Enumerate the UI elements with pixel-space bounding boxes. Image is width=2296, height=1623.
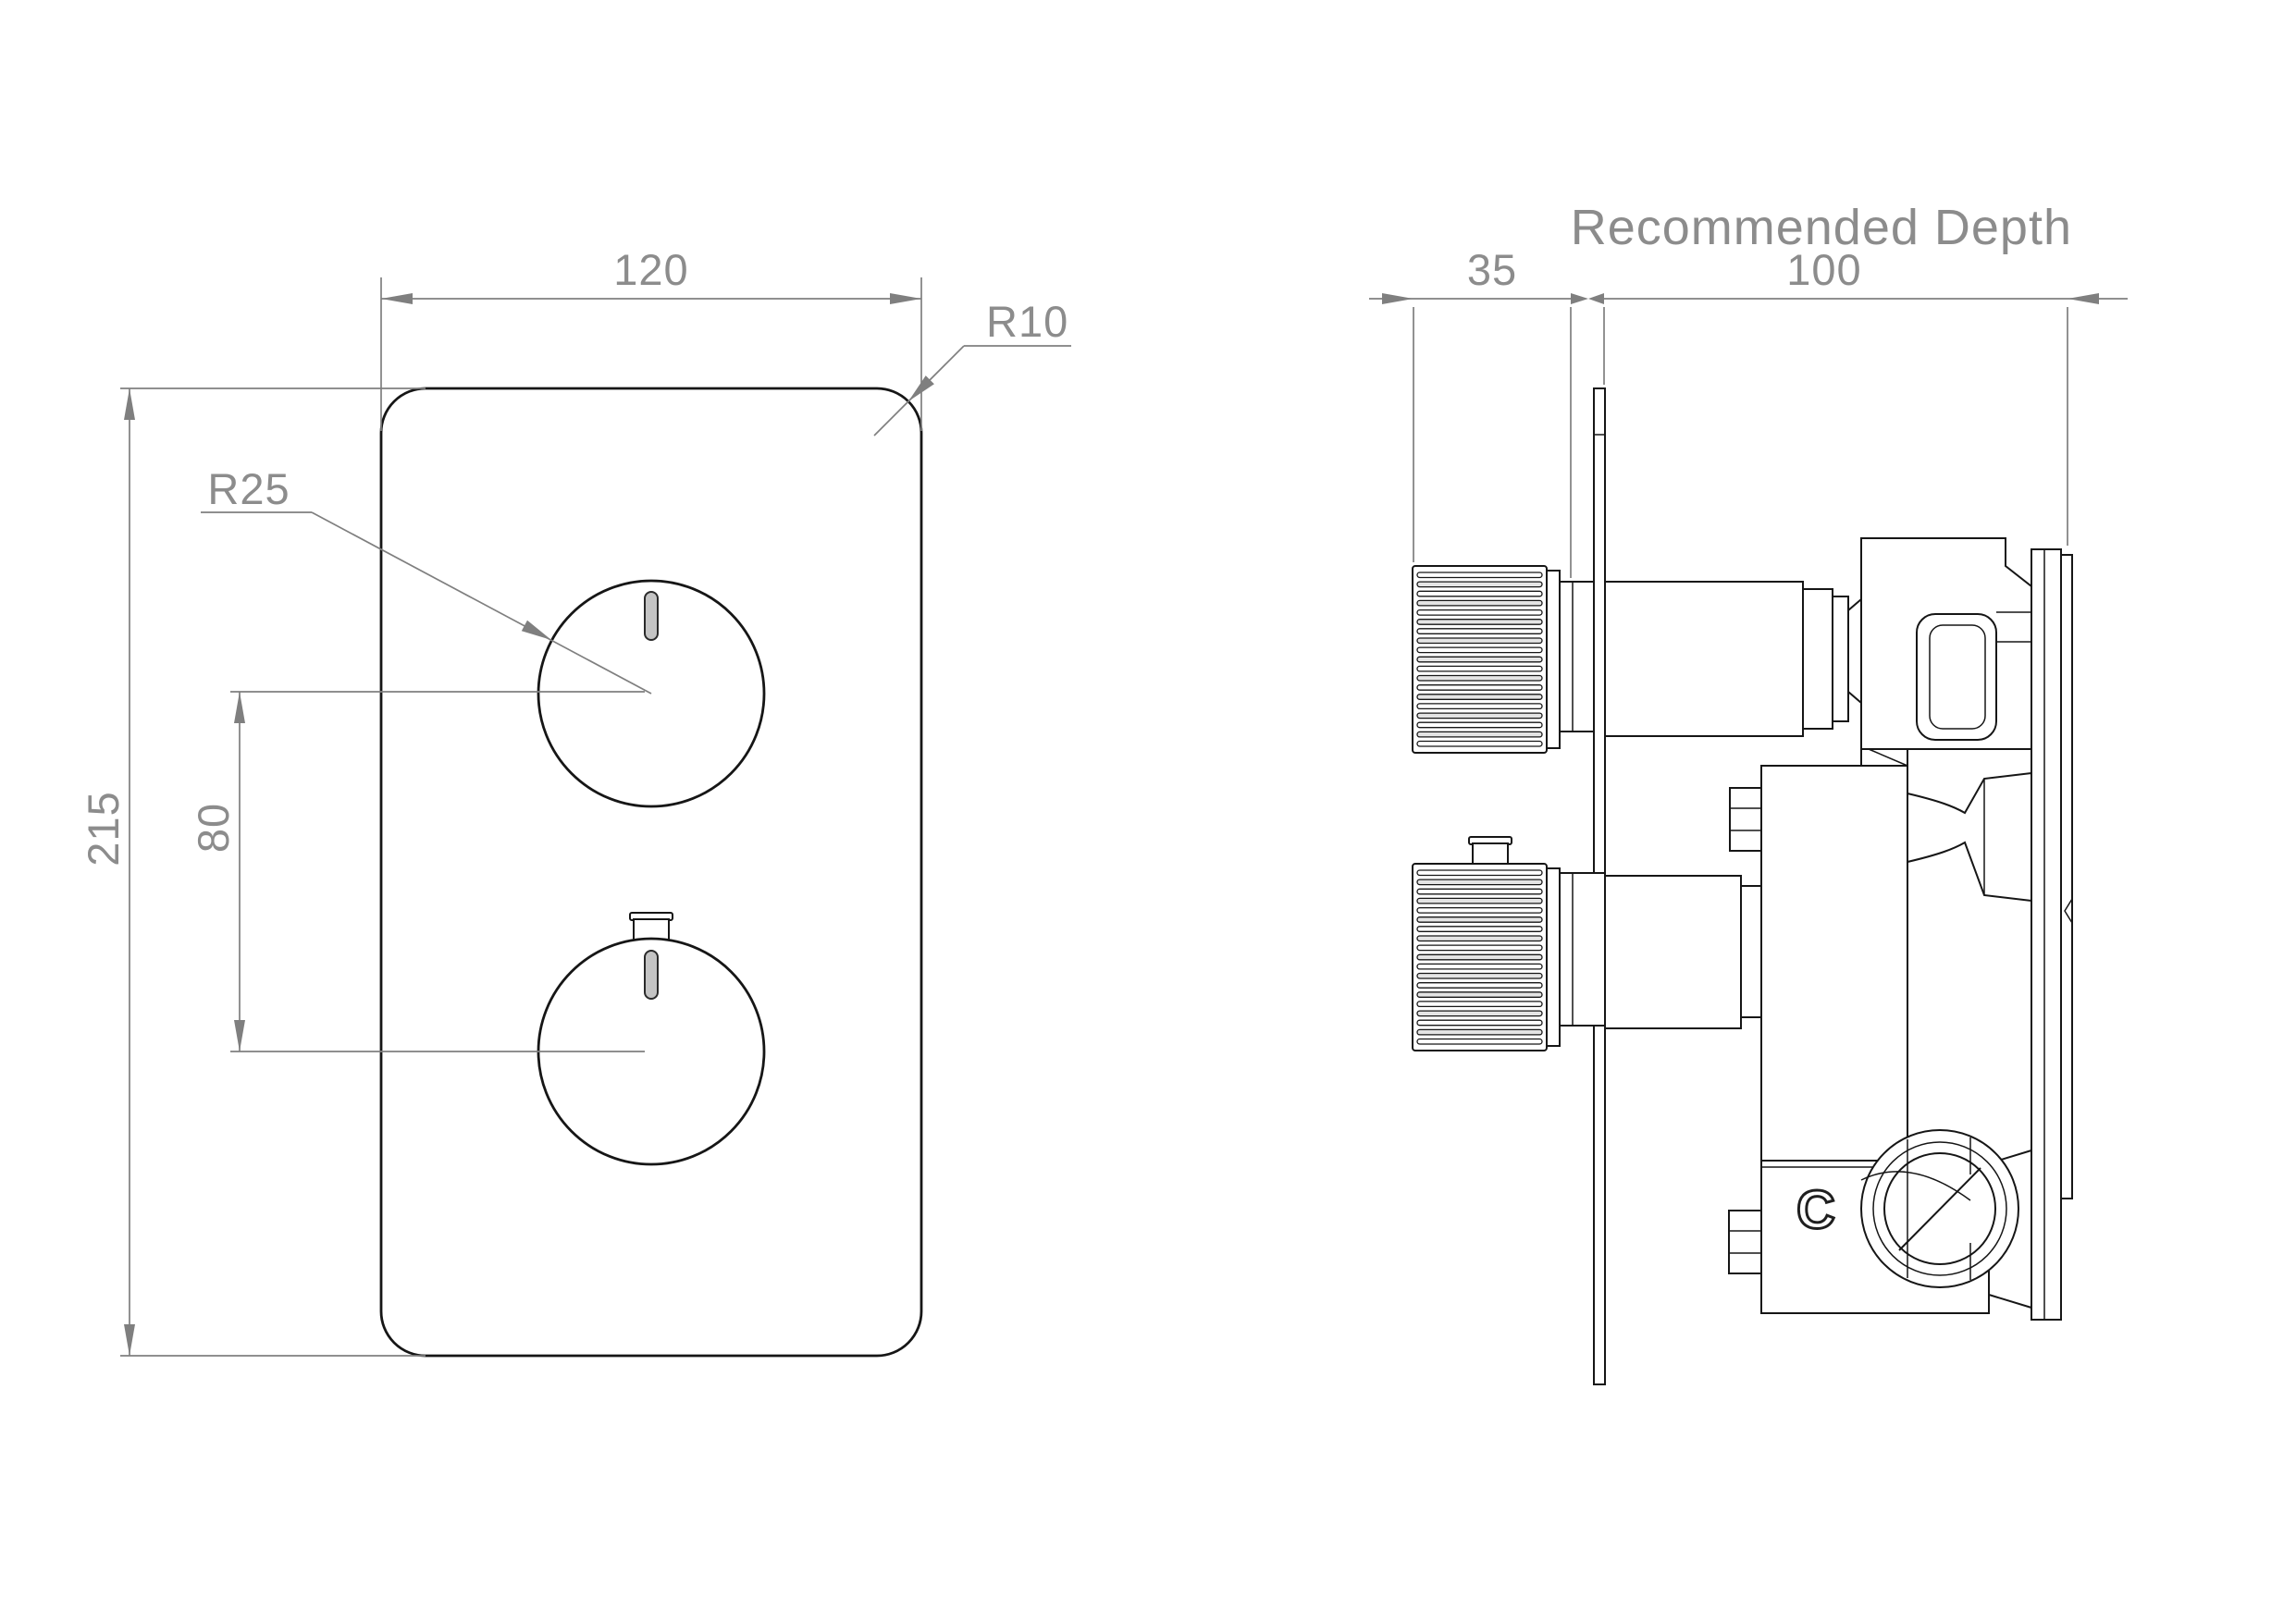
dim-knob-spacing-value: 80 [189,803,238,853]
rail-notch [2064,898,2073,924]
faceplate-front [379,387,923,1358]
knurling-lower [1416,869,1543,1045]
depth-title: Recommended Depth [1571,200,2072,255]
arrowhead [124,1324,135,1356]
outlet-spout [1907,771,2032,903]
lower-stem [1559,872,1606,1027]
hex-union-upper [1729,787,1762,852]
front-view [379,387,923,1358]
cold-marking: C [1796,1180,1835,1240]
leader-knob-radius: R25 [201,464,652,695]
upper-knob-side [1412,565,1595,754]
bottom-port-block: C [1760,1129,2032,1314]
dim-knob-spacing: 80 [189,691,645,1052]
arrowhead [124,388,135,420]
side-view: C [1412,387,2073,1385]
dim-protrusion-value: 35 [1467,245,1517,294]
port-window-inner [1929,624,1986,730]
arrowhead [2068,293,2099,304]
upper-knob-indicator-slot [644,591,659,641]
arrowhead [381,293,413,304]
port-window-outer [1916,613,1997,741]
knob-cap-ring [1546,570,1561,749]
dim-width: 120 [380,245,922,431]
dimension-layer: 120 215 80 R25 [79,200,2128,1357]
knob-radius-value: R25 [207,464,290,513]
port-diagonal [1898,1167,1981,1251]
knob-tab-side [1472,842,1509,865]
inlet-elbow [1847,537,2032,767]
lower-cartridge [1604,875,1762,1029]
lower-knob-side [1412,836,1606,1051]
arrowhead [908,375,934,401]
upper-stem [1559,581,1595,732]
corner-radius-value: R10 [986,297,1068,346]
dim-depth-chain: 35 100 Recommended Depth [1369,200,2128,578]
arrowhead [234,692,245,723]
knurling-upper [1416,572,1543,747]
arrowhead [234,1020,245,1051]
dim-height-value: 215 [79,791,128,866]
port-boss-inner [1883,1152,1996,1265]
leader-corner-radius: R10 [873,297,1071,436]
arrowhead [521,620,551,640]
dim-depth-value: 100 [1786,245,1861,294]
arrowhead [890,293,921,304]
upper-cartridge [1604,581,1849,737]
arrowhead [1382,293,1413,304]
lower-knob-indicator-slot [644,950,659,1000]
hex-union-lower [1728,1210,1762,1274]
dim-height: 215 [79,387,426,1357]
arrowhead-bowtie [1588,293,1604,304]
wall-bracket-rail [2031,548,2073,1321]
dim-width-value: 120 [613,245,688,294]
knob-cap-ring-lower [1546,867,1561,1047]
arrowhead-bowtie [1571,293,1588,304]
knob-tab [633,918,670,941]
